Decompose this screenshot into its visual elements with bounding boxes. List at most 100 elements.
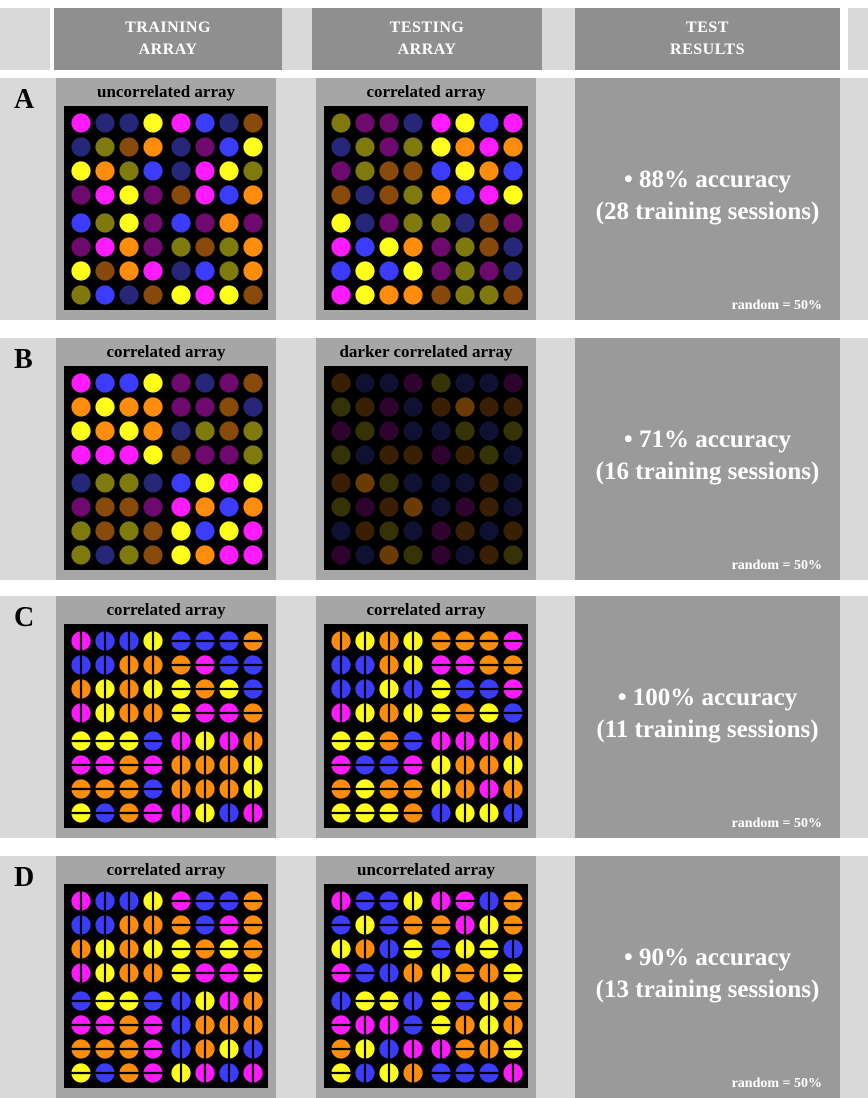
dot-testing-b-r7c7	[479, 521, 498, 540]
dot-training-b-r7c7	[219, 521, 238, 540]
dot-testing-d-r3c5	[431, 939, 450, 958]
dot-testing-c-r5c8	[503, 731, 522, 750]
dot-testing-c-r6c3	[379, 755, 398, 774]
header-gap-2	[542, 8, 575, 70]
dot-testing-c-r3c3	[379, 679, 398, 698]
dot-training-b-r6c1	[71, 497, 90, 516]
dot-testing-b-r2c6	[455, 397, 474, 416]
dot-testing-c-r5c2	[355, 731, 374, 750]
dot-testing-b-r7c3	[379, 521, 398, 540]
dot-testing-b-r2c5	[431, 397, 450, 416]
dot-training-a-r8c7	[219, 285, 238, 304]
dot-testing-b-r3c8	[503, 421, 522, 440]
dot-testing-d-r8c2	[355, 1063, 374, 1082]
dot-training-d-r2c6	[195, 915, 214, 934]
dot-testing-d-r7c1	[331, 1039, 350, 1058]
dot-testing-d-r1c6	[455, 891, 474, 910]
dot-training-b-r5c6	[195, 473, 214, 492]
dot-training-c-r8c7	[219, 803, 238, 822]
dot-testing-b-r5c3	[379, 473, 398, 492]
dot-training-b-r1c7	[219, 373, 238, 392]
dot-testing-c-r8c4	[403, 803, 422, 822]
dot-testing-c-r7c1	[331, 779, 350, 798]
dot-testing-c-r1c3	[379, 631, 398, 650]
dot-testing-c-r2c7	[479, 655, 498, 674]
panel-b-label: B	[14, 344, 33, 376]
random-baseline-text: random = 50%	[732, 816, 822, 832]
panel-a-label: A	[14, 84, 34, 116]
dot-testing-d-r5c4	[403, 991, 422, 1010]
dot-testing-a-r4c3	[379, 185, 398, 204]
dot-testing-c-r1c8	[503, 631, 522, 650]
dot-training-b-r3c7	[219, 421, 238, 440]
dot-training-a-r7c7	[219, 261, 238, 280]
dot-training-d-r8c7	[219, 1063, 238, 1082]
dot-testing-a-r6c6	[455, 237, 474, 256]
dot-training-b-r1c2	[95, 373, 114, 392]
dot-testing-d-r1c7	[479, 891, 498, 910]
dot-training-c-r8c5	[171, 803, 190, 822]
dot-training-d-r2c4	[143, 915, 162, 934]
dot-testing-b-r8c6	[455, 545, 474, 564]
dot-training-c-r1c5	[171, 631, 190, 650]
dot-testing-c-r6c8	[503, 755, 522, 774]
dot-training-b-r4c5	[171, 445, 190, 464]
dot-testing-c-r6c7	[479, 755, 498, 774]
dot-testing-d-r8c7	[479, 1063, 498, 1082]
dot-training-a-r5c3	[119, 213, 138, 232]
dot-training-c-r6c4	[143, 755, 162, 774]
dot-testing-d-r5c1	[331, 991, 350, 1010]
dot-training-d-r4c5	[171, 963, 190, 982]
dot-training-c-r6c7	[219, 755, 238, 774]
dot-training-c-r2c6	[195, 655, 214, 674]
training-array-title: correlated array	[56, 342, 276, 362]
panel-c-label: C	[14, 602, 34, 634]
dot-testing-c-r7c5	[431, 779, 450, 798]
dot-testing-d-r6c2	[355, 1015, 374, 1034]
dot-training-b-r3c5	[171, 421, 190, 440]
dot-training-d-r8c4	[143, 1063, 162, 1082]
dot-testing-b-r6c6	[455, 497, 474, 516]
dot-training-d-r1c2	[95, 891, 114, 910]
dot-training-b-r4c8	[243, 445, 262, 464]
dot-training-b-r8c7	[219, 545, 238, 564]
dot-testing-a-r6c2	[355, 237, 374, 256]
random-baseline-text: random = 50%	[732, 558, 822, 574]
dot-testing-a-r7c8	[503, 261, 522, 280]
dot-testing-c-r3c5	[431, 679, 450, 698]
dot-testing-d-r3c3	[379, 939, 398, 958]
dot-training-d-r3c4	[143, 939, 162, 958]
dot-testing-b-r4c2	[355, 445, 374, 464]
dot-testing-a-r7c3	[379, 261, 398, 280]
array-background	[64, 624, 268, 828]
dot-testing-a-r7c4	[403, 261, 422, 280]
dot-testing-b-r5c4	[403, 473, 422, 492]
dot-testing-b-r1c7	[479, 373, 498, 392]
dot-testing-b-r3c7	[479, 421, 498, 440]
dot-training-d-r8c1	[71, 1063, 90, 1082]
dot-training-a-r4c4	[143, 185, 162, 204]
dot-training-d-r7c3	[119, 1039, 138, 1058]
training-sessions-text: (16 training sessions)	[575, 458, 840, 486]
right-margin-strip	[848, 8, 868, 70]
dot-training-d-r7c6	[195, 1039, 214, 1058]
dot-testing-c-r1c6	[455, 631, 474, 650]
dot-training-a-r7c1	[71, 261, 90, 280]
dot-testing-d-r6c8	[503, 1015, 522, 1034]
dot-testing-b-r3c6	[455, 421, 474, 440]
dot-testing-d-r5c3	[379, 991, 398, 1010]
dot-testing-a-r2c7	[479, 137, 498, 156]
dot-training-a-r3c1	[71, 161, 90, 180]
dot-testing-b-r8c2	[355, 545, 374, 564]
dot-testing-d-r3c1	[331, 939, 350, 958]
dot-testing-a-r4c8	[503, 185, 522, 204]
dot-training-b-r4c4	[143, 445, 162, 464]
dot-training-c-r7c1	[71, 779, 90, 798]
dot-training-a-r6c6	[195, 237, 214, 256]
dot-testing-d-r8c4	[403, 1063, 422, 1082]
dot-training-b-r5c2	[95, 473, 114, 492]
dot-training-d-r2c5	[171, 915, 190, 934]
dot-testing-b-r4c3	[379, 445, 398, 464]
dot-training-a-r4c7	[219, 185, 238, 204]
dot-training-d-r3c8	[243, 939, 262, 958]
